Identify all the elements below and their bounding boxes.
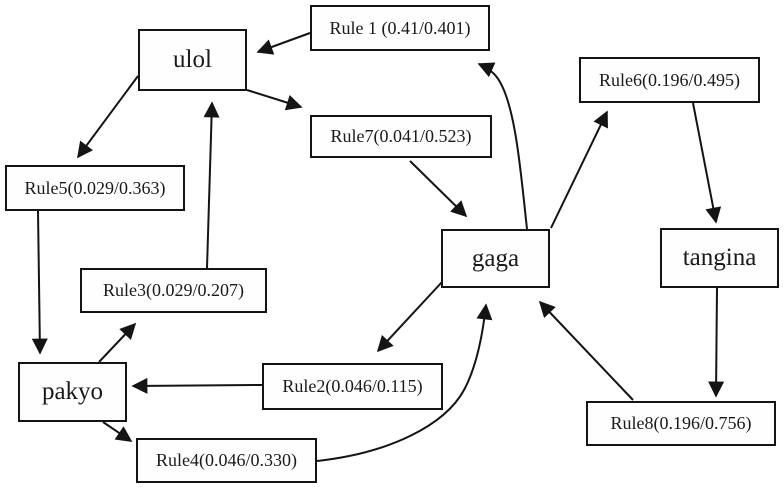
edge-arrow-rule4-to-gaga <box>316 303 493 462</box>
node-label-rule3: Rule3(0.029/0.207) <box>103 280 244 300</box>
node-rule5: Rule5(0.029/0.363) <box>5 165 185 211</box>
node-label-rule8: Rule8(0.196/0.756) <box>610 413 752 433</box>
node-gaga: gaga <box>441 229 550 288</box>
node-label-gaga: gaga <box>471 244 520 272</box>
node-label-rule2: Rule2(0.046/0.115) <box>282 376 423 396</box>
node-ulol: ulol <box>138 29 247 91</box>
edge-arrow-ulol-to-rule5 <box>77 75 139 159</box>
node-rule1: Rule 1 (0.41/0.401) <box>310 5 490 51</box>
node-label-rule1: Rule 1 (0.41/0.401) <box>329 17 471 38</box>
node-rule4: Rule4(0.046/0.330) <box>136 438 317 483</box>
edge-arrow-rule6-to-tangina <box>692 102 722 224</box>
edge-arrow-rule3-to-ulol <box>203 101 220 269</box>
edge-arrow-tangina-to-rule8 <box>708 287 725 398</box>
edge-arrow-gaga-to-rule6 <box>550 110 608 229</box>
edge-arrow-gaga-to-rule2 <box>376 281 443 353</box>
edge-arrow-rule7-to-gaga <box>409 160 468 218</box>
edge-arrow-rule8-to-gaga <box>538 300 634 401</box>
node-label-tangina: tangina <box>682 244 757 271</box>
node-rule2: Rule2(0.046/0.115) <box>262 363 443 410</box>
node-label-pakyo: pakyo <box>41 378 104 405</box>
node-tangina: tangina <box>660 228 779 288</box>
edge-arrow-pakyo-to-rule3 <box>98 322 137 363</box>
edge-arrow-rule1-to-ulol <box>256 32 311 55</box>
edge-arrow-ulol-to-rule7 <box>246 89 303 111</box>
node-rule7: Rule7(0.041/0.523) <box>310 115 492 158</box>
edge-arrow-rule2-to-pakyo <box>131 377 263 394</box>
node-label-rule6: Rule6(0.196/0.495) <box>599 69 740 90</box>
node-rule8: Rule8(0.196/0.756) <box>586 401 776 446</box>
edge-arrow-gaga-to-rule1 <box>477 62 528 230</box>
node-rule6: Rule6(0.196/0.495) <box>579 57 760 103</box>
node-label-rule7: Rule7(0.041/0.523) <box>330 126 472 146</box>
node-rule3: Rule3(0.029/0.207) <box>80 268 267 313</box>
node-label-rule5: Rule5(0.029/0.363) <box>24 177 166 198</box>
node-label-rule4: Rule4(0.046/0.330) <box>156 450 297 470</box>
node-label-ulol: ulol <box>173 46 212 73</box>
edge-arrow-rule5-to-pakyo <box>31 210 48 355</box>
edge-arrow-pakyo-to-rule4 <box>102 421 133 442</box>
node-pakyo: pakyo <box>18 362 127 422</box>
